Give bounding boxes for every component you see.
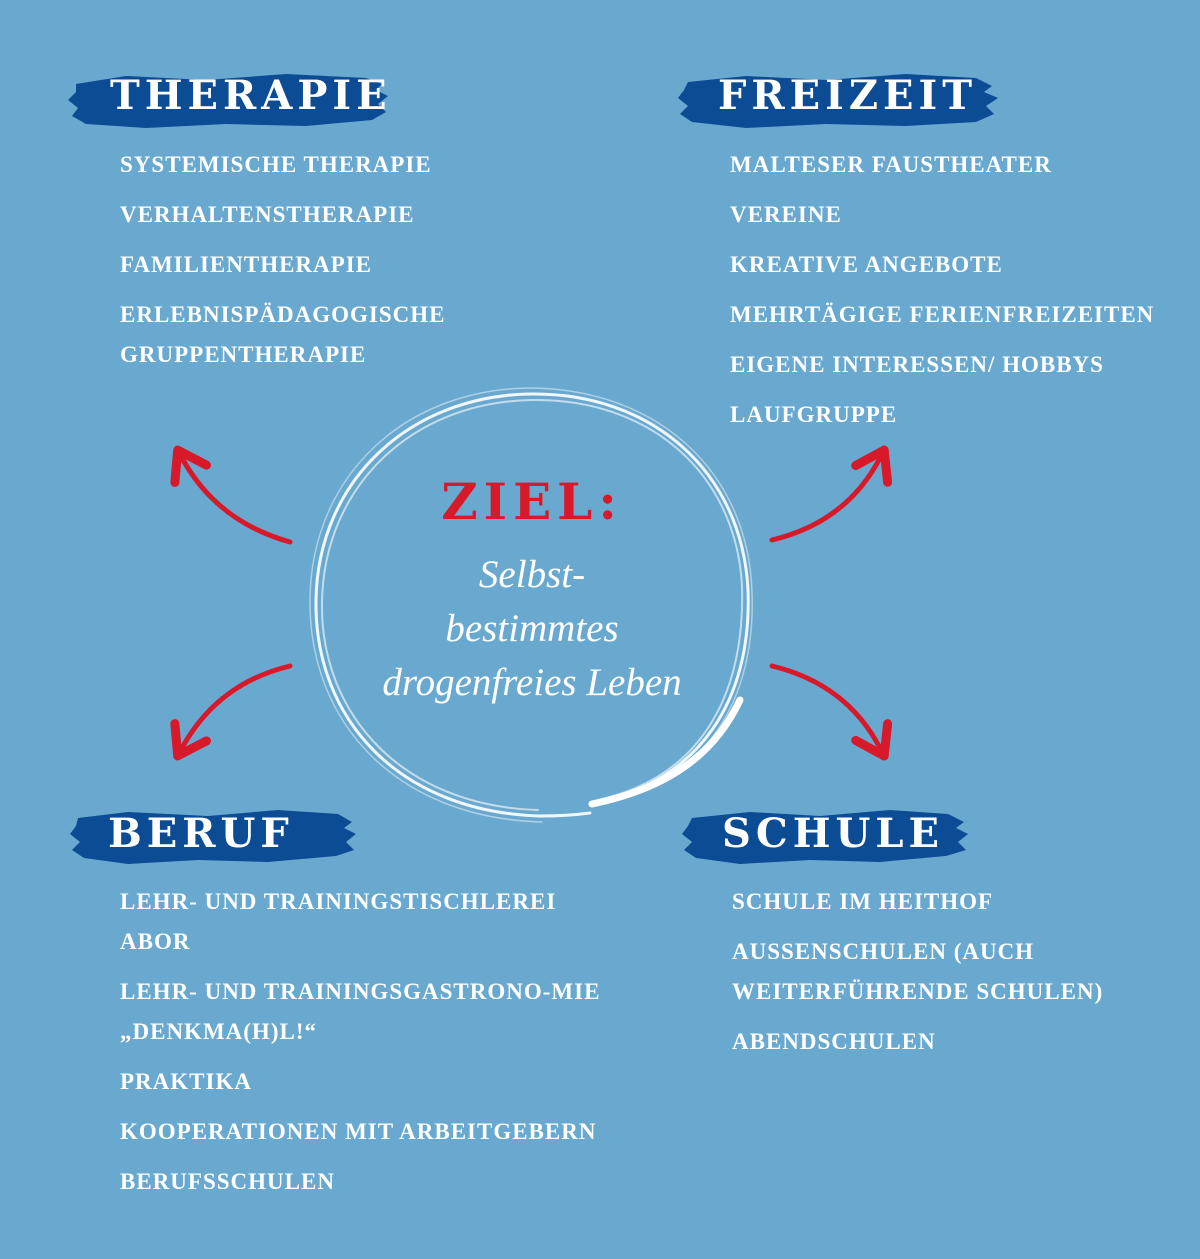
list-item: MEHRTÄGIGE FERIENFREIZEITEN <box>730 302 1155 327</box>
therapie-heading: THERAPIE <box>110 72 392 119</box>
list-item: SCHULE IM HEITHOF <box>732 889 994 914</box>
list-item: LEHR- UND TRAININGSTISCHLEREI ABOR <box>120 889 557 954</box>
list-item: KOOPERATIONEN MIT ARBEITGEBERN <box>120 1119 597 1144</box>
list-item: FAMILIENTHERAPIE <box>120 252 372 277</box>
arrow-freizeit <box>769 445 893 543</box>
list-item: EIGENE INTERESSEN/ HOBBYS <box>730 352 1104 377</box>
arrow-schule <box>769 663 893 761</box>
list-item: LAUFGRUPPE <box>730 402 898 427</box>
list-item: BERUFSSCHULEN <box>120 1169 335 1194</box>
schule-brush <box>680 806 970 866</box>
arrow-beruf <box>170 663 293 761</box>
beruf-heading: BERUF <box>108 810 294 857</box>
beruf-brush <box>68 806 358 866</box>
beruf-list: LEHR- UND TRAININGSTISCHLEREI ABOR LEHR-… <box>120 882 650 1212</box>
list-item: ABENDSCHULEN <box>732 1029 936 1054</box>
arrow-therapie <box>170 445 293 545</box>
therapie-list: SYSTEMISCHE THERAPIE VERHALTENSTHERAPIE … <box>120 145 540 385</box>
list-item: ERLEBNISPÄDAGOGISCHE GRUPPENTHERAPIE <box>120 302 446 367</box>
list-item: KREATIVE ANGEBOTE <box>730 252 1003 277</box>
list-item: LEHR- UND TRAININGSGASTRONO-MIE „DENKMA(… <box>120 979 601 1044</box>
goal-line: Selbst- <box>478 553 586 596</box>
goal-line: drogenfreies Leben <box>382 661 682 704</box>
freizeit-brush <box>676 70 1002 132</box>
goal-text: Selbst- bestimmtes drogenfreies Leben <box>0 548 1064 710</box>
list-item: MALTESER FAUSTHEATER <box>730 152 1052 177</box>
list-item: VEREINE <box>730 202 842 227</box>
goal-line: bestimmtes <box>445 607 619 650</box>
list-item: AUSSENSCHULEN (AUCH WEITERFÜHRENDE SCHUL… <box>732 939 1104 1004</box>
therapie-brush <box>66 70 392 132</box>
goal-circle <box>309 387 753 823</box>
freizeit-heading: FREIZEIT <box>718 72 978 119</box>
freizeit-list: MALTESER FAUSTHEATER VEREINE KREATIVE AN… <box>730 145 1190 445</box>
list-item: PRAKTIKA <box>120 1069 252 1094</box>
goal-title: ZIEL: <box>441 472 623 531</box>
schule-list: SCHULE IM HEITHOF AUSSENSCHULEN (AUCH WE… <box>732 882 1172 1072</box>
list-item: SYSTEMISCHE THERAPIE <box>120 152 432 177</box>
schule-heading: SCHULE <box>722 810 945 857</box>
list-item: VERHALTENSTHERAPIE <box>120 202 415 227</box>
